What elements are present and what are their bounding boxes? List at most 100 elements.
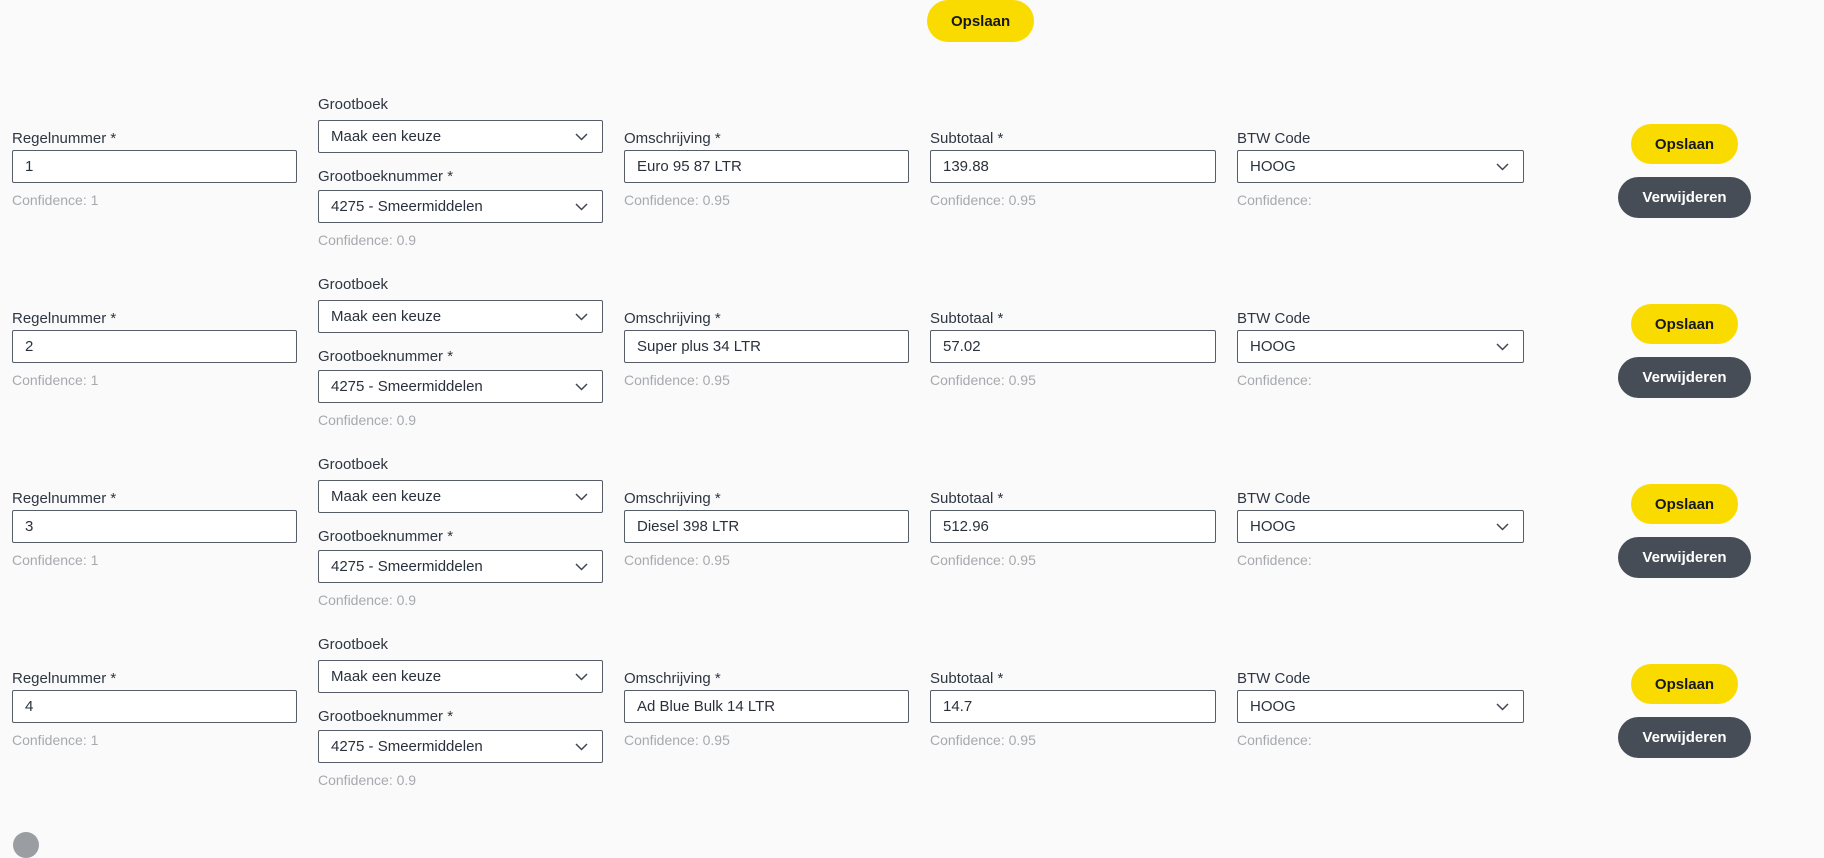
confidence-text: Confidence: xyxy=(1237,552,1312,568)
confidence-text: Confidence: 0.9 xyxy=(318,412,417,428)
grootboeknummer-select[interactable]: 4275 - Smeermiddelen xyxy=(318,370,603,403)
omschrijving-input[interactable] xyxy=(624,690,909,723)
regelnummer-label: Regelnummer * xyxy=(12,310,117,327)
invoice-line-row: Regelnummer * Confidence: 1 Grootboek Ma… xyxy=(0,96,1824,276)
regelnummer-label: Regelnummer * xyxy=(12,130,117,147)
subtotaal-label: Subtotaal * xyxy=(930,670,1004,687)
row-save-button[interactable]: Opslaan xyxy=(1630,484,1739,524)
row-delete-button[interactable]: Verwijderen xyxy=(1618,357,1751,398)
grootboeknummer-select-value: 4275 - Smeermiddelen xyxy=(331,378,483,395)
grootboek-select-value: Maak een keuze xyxy=(331,308,442,325)
confidence-text: Confidence: 0.95 xyxy=(930,732,1036,748)
omschrijving-input[interactable] xyxy=(624,330,909,363)
chevron-down-icon xyxy=(575,742,588,751)
subtotaal-input[interactable] xyxy=(930,330,1216,363)
btw-code-select[interactable]: HOOG xyxy=(1237,330,1524,363)
row-save-button[interactable]: Opslaan xyxy=(1630,664,1739,704)
confidence-text: Confidence: 1 xyxy=(12,732,99,748)
grootboek-column: Grootboek Maak een keuze Grootboeknummer… xyxy=(318,96,603,276)
confidence-text: Confidence: 1 xyxy=(12,372,99,388)
confidence-text: Confidence: 0.9 xyxy=(318,592,417,608)
floating-widget-circle[interactable] xyxy=(13,832,39,858)
omschrijving-column: Omschrijving * Confidence: 0.95 xyxy=(624,636,909,816)
regelnummer-input[interactable] xyxy=(12,150,297,183)
confidence-text: Confidence: 0.95 xyxy=(624,552,730,568)
omschrijving-column: Omschrijving * Confidence: 0.95 xyxy=(624,456,909,636)
omschrijving-label: Omschrijving * xyxy=(624,670,721,687)
grootboek-column: Grootboek Maak een keuze Grootboeknummer… xyxy=(318,276,603,456)
btw-code-select[interactable]: HOOG xyxy=(1237,690,1524,723)
chevron-down-icon xyxy=(1496,522,1509,531)
regelnummer-column: Regelnummer * Confidence: 1 xyxy=(12,96,297,276)
omschrijving-column: Omschrijving * Confidence: 0.95 xyxy=(624,276,909,456)
btw-code-select-value: HOOG xyxy=(1250,158,1296,175)
grootboek-select[interactable]: Maak een keuze xyxy=(318,660,603,693)
omschrijving-label: Omschrijving * xyxy=(624,490,721,507)
subtotaal-column: Subtotaal * Confidence: 0.95 xyxy=(930,636,1216,816)
regelnummer-label: Regelnummer * xyxy=(12,670,117,687)
row-save-button[interactable]: Opslaan xyxy=(1630,304,1739,344)
subtotaal-label: Subtotaal * xyxy=(930,310,1004,327)
confidence-text: Confidence: 0.9 xyxy=(318,772,417,788)
regelnummer-column: Regelnummer * Confidence: 1 xyxy=(12,456,297,636)
invoice-line-row: Regelnummer * Confidence: 1 Grootboek Ma… xyxy=(0,276,1824,456)
confidence-text: Confidence: xyxy=(1237,192,1312,208)
row-save-button[interactable]: Opslaan xyxy=(1630,124,1739,164)
subtotaal-label: Subtotaal * xyxy=(930,130,1004,147)
btw-code-label: BTW Code xyxy=(1237,670,1311,687)
regelnummer-column: Regelnummer * Confidence: 1 xyxy=(12,276,297,456)
omschrijving-label: Omschrijving * xyxy=(624,310,721,327)
btw-code-select-value: HOOG xyxy=(1250,338,1296,355)
confidence-text: Confidence: 0.95 xyxy=(930,192,1036,208)
subtotaal-input[interactable] xyxy=(930,510,1216,543)
confidence-text: Confidence: 0.9 xyxy=(318,232,417,248)
grootboeknummer-select[interactable]: 4275 - Smeermiddelen xyxy=(318,190,603,223)
grootboeknummer-select[interactable]: 4275 - Smeermiddelen xyxy=(318,730,603,763)
confidence-text: Confidence: 0.95 xyxy=(624,732,730,748)
grootboek-label: Grootboek xyxy=(318,276,389,293)
regelnummer-label: Regelnummer * xyxy=(12,490,117,507)
confidence-text: Confidence: 0.95 xyxy=(930,552,1036,568)
row-delete-button[interactable]: Verwijderen xyxy=(1618,177,1751,218)
btw-code-select-value: HOOG xyxy=(1250,518,1296,535)
grootboeknummer-select[interactable]: 4275 - Smeermiddelen xyxy=(318,550,603,583)
grootboek-select-value: Maak een keuze xyxy=(331,668,442,685)
invoice-lines-form: Regelnummer * Confidence: 1 Grootboek Ma… xyxy=(0,96,1824,816)
subtotaal-column: Subtotaal * Confidence: 0.95 xyxy=(930,456,1216,636)
confidence-text: Confidence: 0.95 xyxy=(624,192,730,208)
confidence-text: Confidence: 1 xyxy=(12,552,99,568)
btw-code-select[interactable]: HOOG xyxy=(1237,150,1524,183)
confidence-text: Confidence: 0.95 xyxy=(624,372,730,388)
grootboeknummer-label: Grootboeknummer * xyxy=(318,528,454,545)
subtotaal-column: Subtotaal * Confidence: 0.95 xyxy=(930,276,1216,456)
regelnummer-input[interactable] xyxy=(12,690,297,723)
confidence-text: Confidence: 0.95 xyxy=(930,372,1036,388)
chevron-down-icon xyxy=(575,672,588,681)
grootboeknummer-select-value: 4275 - Smeermiddelen xyxy=(331,738,483,755)
row-actions-column: Opslaan Verwijderen xyxy=(1545,456,1824,636)
row-delete-button[interactable]: Verwijderen xyxy=(1618,537,1751,578)
grootboek-label: Grootboek xyxy=(318,636,389,653)
chevron-down-icon xyxy=(575,132,588,141)
grootboeknummer-select-value: 4275 - Smeermiddelen xyxy=(331,558,483,575)
subtotaal-column: Subtotaal * Confidence: 0.95 xyxy=(930,96,1216,276)
row-delete-button[interactable]: Verwijderen xyxy=(1618,717,1751,758)
chevron-down-icon xyxy=(1496,162,1509,171)
grootboek-column: Grootboek Maak een keuze Grootboeknummer… xyxy=(318,636,603,816)
chevron-down-icon xyxy=(575,382,588,391)
btw-code-select[interactable]: HOOG xyxy=(1237,510,1524,543)
subtotaal-input[interactable] xyxy=(930,690,1216,723)
btw-code-column: BTW Code HOOG Confidence: xyxy=(1237,456,1524,636)
save-all-button[interactable]: Opslaan xyxy=(927,0,1035,42)
omschrijving-label: Omschrijving * xyxy=(624,130,721,147)
omschrijving-input[interactable] xyxy=(624,510,909,543)
regelnummer-input[interactable] xyxy=(12,330,297,363)
regelnummer-input[interactable] xyxy=(12,510,297,543)
grootboek-select[interactable]: Maak een keuze xyxy=(318,480,603,513)
omschrijving-input[interactable] xyxy=(624,150,909,183)
btw-code-label: BTW Code xyxy=(1237,130,1311,147)
subtotaal-input[interactable] xyxy=(930,150,1216,183)
grootboek-select[interactable]: Maak een keuze xyxy=(318,300,603,333)
grootboek-select[interactable]: Maak een keuze xyxy=(318,120,603,153)
